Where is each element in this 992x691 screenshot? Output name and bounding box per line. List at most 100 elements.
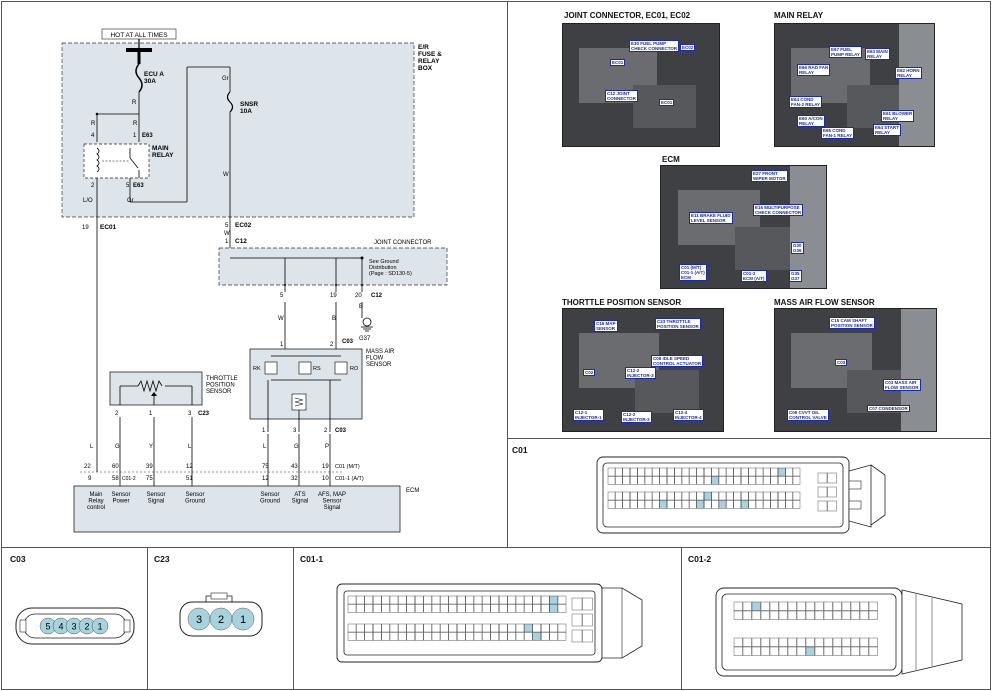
c01-1-pin-cavity xyxy=(532,623,542,633)
c01-pin-cavity xyxy=(726,500,734,509)
svg-text:1: 1 xyxy=(149,411,153,417)
c01-2-pin-cavity xyxy=(868,601,878,611)
c01-2-pin-cavity xyxy=(859,601,869,611)
c01-1-pin-cavity xyxy=(414,632,424,641)
c01-1-pin-cavity xyxy=(557,595,567,605)
c01-2-pin-cavity xyxy=(850,610,860,620)
c01-1-pin-cavity xyxy=(540,623,550,633)
c01-pin-cavity xyxy=(792,476,801,485)
c01-1-pin-cavity xyxy=(456,623,466,633)
c01-pin-cavity xyxy=(770,491,779,501)
c01-2-pin-cavity xyxy=(859,610,869,620)
throttle-position-sensor xyxy=(109,371,203,406)
c01-pin-cavity xyxy=(748,500,756,509)
svg-text:1: 1 xyxy=(97,622,102,632)
c01-connector xyxy=(596,456,886,534)
c01-1-pin-cavity xyxy=(557,632,567,641)
c01-1-pin-cavity xyxy=(398,632,407,641)
c01-pin-cavity xyxy=(726,491,734,501)
c01-2-pin-cavity xyxy=(769,637,779,647)
c01-pin-cavity xyxy=(763,500,771,509)
c01-1-pin-cavity xyxy=(456,595,466,605)
c01-2-pin-cavity xyxy=(760,610,770,620)
c01-1-pin-cavity xyxy=(498,595,508,605)
c01-side-pin-cavity xyxy=(827,486,837,498)
svg-text:Y: Y xyxy=(149,444,153,450)
c01-1-pin-cavity xyxy=(347,604,357,613)
c01-pin-cavity xyxy=(748,467,756,477)
hot-at-all-times-label: HOT AT ALL TIMES xyxy=(110,32,168,39)
c01-1-side-pin-cavity xyxy=(582,629,593,643)
c01-2-pin-cavity xyxy=(868,610,878,620)
c01-1-pin-cavity xyxy=(398,623,407,633)
c01-1-pin-cavity xyxy=(347,632,357,641)
c01-pin-cavity xyxy=(748,491,756,501)
c01-1-pin-cavity xyxy=(347,623,357,633)
svg-text:12: 12 xyxy=(186,464,193,470)
c01-1-pin-cavity xyxy=(373,604,382,613)
c01-pin-cavity xyxy=(792,500,801,509)
c01-1-pin-cavity xyxy=(473,604,483,613)
c01-2-pin-cavity xyxy=(805,601,815,611)
c01-1-pin-cavity xyxy=(549,632,558,641)
c01-2-pin-cavity xyxy=(796,637,806,647)
svg-text:L/O: L/O xyxy=(83,198,93,204)
c01-pin-cavity xyxy=(763,491,771,501)
c01-1-pin-cavity xyxy=(540,632,550,641)
c01-1-pin-cavity xyxy=(557,623,567,633)
ec02-label: EC02 xyxy=(235,222,252,229)
c01-1-pin-cavity xyxy=(373,623,382,633)
c01-2-pin-cavity xyxy=(850,637,860,647)
svg-text:L: L xyxy=(188,444,192,450)
c01-1-side-pin-cavity xyxy=(571,597,583,611)
c01-pin-cavity xyxy=(637,491,645,501)
svg-text:1: 1 xyxy=(280,342,284,348)
c01-1-pin-cavity xyxy=(373,632,382,641)
c01-pin-cavity xyxy=(630,476,638,485)
photo-title-throttle: THORTTLE POSITION SENSOR xyxy=(562,298,682,307)
svg-text:4: 4 xyxy=(91,133,95,139)
c01-pin-cavity xyxy=(770,500,779,509)
svg-text:2: 2 xyxy=(84,622,89,632)
c01-2-pin-cavity xyxy=(778,610,788,620)
c01-1-pin-cavity xyxy=(540,604,550,613)
c01-1-pin-cavity xyxy=(440,604,449,613)
c01-pin-cavity xyxy=(703,476,712,485)
c01-1-pin-cavity xyxy=(524,595,533,605)
c01-pin-cavity xyxy=(696,500,705,509)
c01-pin-cavity xyxy=(681,476,690,485)
c01-2-pin-cavity xyxy=(796,646,806,656)
c01-2-pin-cavity xyxy=(787,637,797,647)
c01-pin-cavity xyxy=(659,467,668,477)
c01-1-pin-cavity xyxy=(490,604,500,613)
c01-1-pin-cavity xyxy=(356,632,365,641)
c01-1-pin-cavity xyxy=(498,623,508,633)
c01-1-pin-cavity xyxy=(448,623,458,633)
c01-pin-cavity xyxy=(792,467,801,477)
svg-text:G: G xyxy=(115,444,120,450)
svg-text:43: 43 xyxy=(291,464,298,470)
c01-2-pin-cavity xyxy=(751,610,761,620)
c01-2-pin-cavity xyxy=(832,601,842,611)
c01-2-pin-cavity xyxy=(841,646,851,656)
c01-1-pin-cavity xyxy=(431,595,441,605)
c01-1-pin-cavity xyxy=(364,604,373,613)
c01-1-pin-cavity xyxy=(482,595,491,605)
c03-pin-1: 1 xyxy=(91,617,109,635)
svg-text:R: R xyxy=(91,121,96,127)
c01-pin-cavity xyxy=(785,500,793,509)
c01-2-pin-cavity xyxy=(814,637,824,647)
c01-pin-cavity xyxy=(755,467,764,477)
c01-pin-cavity xyxy=(615,491,623,501)
c03-connector: 5 4 3 2 1 xyxy=(15,607,135,645)
c01-2-pin-cavity xyxy=(841,637,851,647)
c01-1-pin-cavity xyxy=(381,604,390,613)
svg-text:P: P xyxy=(325,444,329,450)
c01-1-pin-cavity xyxy=(456,604,466,613)
c01-pin-cavity xyxy=(666,476,675,485)
